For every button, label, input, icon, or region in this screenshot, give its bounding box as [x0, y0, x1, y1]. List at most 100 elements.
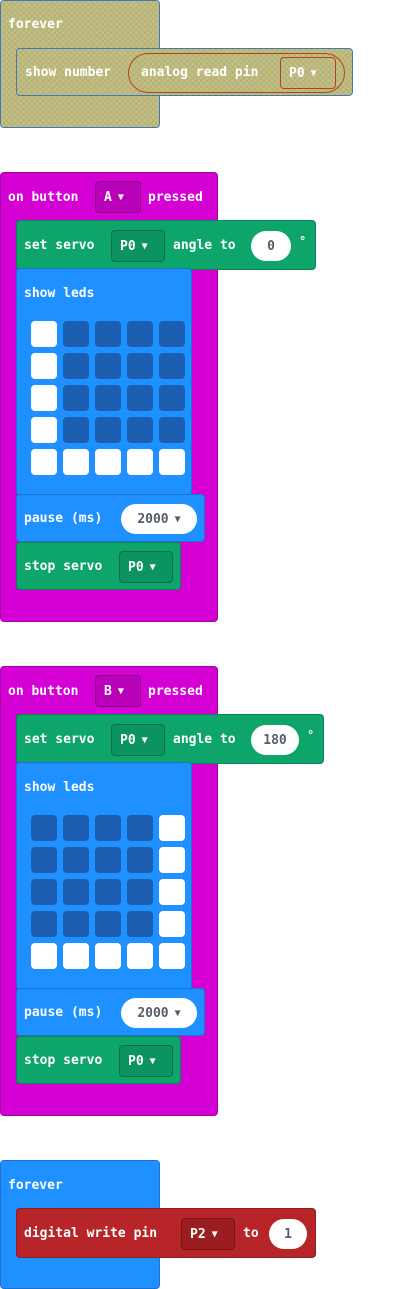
chevron-down-icon: ▼: [211, 1228, 218, 1240]
set-servo-block[interactable]: set servo P0 ▼ angle to 0 °: [16, 220, 316, 270]
show-leds-block[interactable]: show leds: [16, 762, 192, 990]
led-off[interactable]: [31, 911, 57, 937]
show-leds-block[interactable]: show leds: [16, 268, 192, 496]
stop-servo-block[interactable]: stop servo P0 ▼: [16, 542, 181, 590]
led-off[interactable]: [31, 879, 57, 905]
led-on[interactable]: [63, 943, 89, 969]
digital-pin-dropdown[interactable]: P2 ▼: [181, 1218, 235, 1250]
led-on[interactable]: [63, 449, 89, 475]
led-off[interactable]: [95, 815, 121, 841]
led-off[interactable]: [63, 911, 89, 937]
led-on[interactable]: [159, 879, 185, 905]
digital-value-input[interactable]: 1: [269, 1219, 307, 1249]
chevron-down-icon: ▼: [149, 561, 156, 573]
pressed-label: pressed: [148, 684, 203, 699]
button-dropdown-value: B: [104, 683, 112, 699]
chevron-down-icon: ▼: [117, 685, 124, 697]
chevron-down-icon: ▼: [141, 734, 148, 746]
set-servo-label: set servo: [24, 238, 95, 253]
digital-write-block[interactable]: digital write pin P2 ▼ to 1: [16, 1208, 316, 1258]
led-off[interactable]: [95, 879, 121, 905]
servo-pin-dropdown[interactable]: P0 ▼: [111, 724, 165, 756]
led-on[interactable]: [31, 321, 57, 347]
angle-value: 180: [263, 732, 287, 748]
led-off[interactable]: [127, 847, 153, 873]
led-off[interactable]: [31, 847, 57, 873]
led-on[interactable]: [127, 943, 153, 969]
led-off[interactable]: [63, 321, 89, 347]
analog-read-block[interactable]: analog read pin P0 ▼: [128, 53, 345, 93]
servo-pin-dropdown[interactable]: P0 ▼: [111, 230, 165, 262]
led-on[interactable]: [95, 943, 121, 969]
button-dropdown[interactable]: A ▼: [95, 181, 141, 213]
led-off[interactable]: [127, 353, 153, 379]
servo-pin-value: P0: [120, 732, 136, 748]
servo-pin-value: P0: [120, 238, 136, 254]
led-off[interactable]: [127, 417, 153, 443]
led-on[interactable]: [159, 449, 185, 475]
set-servo-block[interactable]: set servo P0 ▼ angle to 180 °: [16, 714, 324, 764]
led-off[interactable]: [95, 353, 121, 379]
stop-servo-label: stop servo: [24, 1053, 103, 1068]
led-off[interactable]: [127, 879, 153, 905]
led-off[interactable]: [127, 911, 153, 937]
led-off[interactable]: [159, 385, 185, 411]
led-on[interactable]: [127, 449, 153, 475]
on-button-prefix: on button: [8, 190, 79, 205]
digital-value: 1: [284, 1226, 292, 1242]
pause-duration-dropdown[interactable]: 2000 ▼: [121, 504, 197, 534]
pause-block[interactable]: pause (ms) 2000 ▼: [16, 494, 205, 542]
led-off[interactable]: [63, 417, 89, 443]
led-off[interactable]: [159, 353, 185, 379]
stop-servo-pin-dropdown[interactable]: P0 ▼: [119, 551, 173, 583]
led-off[interactable]: [127, 815, 153, 841]
stop-servo-pin-value: P0: [128, 559, 144, 575]
led-on[interactable]: [159, 911, 185, 937]
led-off[interactable]: [95, 417, 121, 443]
led-on[interactable]: [159, 815, 185, 841]
pin-dropdown[interactable]: P0 ▼: [280, 57, 336, 89]
led-off[interactable]: [159, 417, 185, 443]
led-off[interactable]: [95, 847, 121, 873]
led-grid: [31, 321, 185, 475]
led-on[interactable]: [159, 847, 185, 873]
pause-block[interactable]: pause (ms) 2000 ▼: [16, 988, 205, 1036]
led-off[interactable]: [159, 321, 185, 347]
pause-duration-value: 2000: [137, 1005, 169, 1021]
led-on[interactable]: [31, 353, 57, 379]
led-on[interactable]: [95, 449, 121, 475]
stop-servo-block[interactable]: stop servo P0 ▼: [16, 1036, 181, 1084]
show-number-label: show number: [25, 65, 112, 80]
led-off[interactable]: [95, 385, 121, 411]
led-off[interactable]: [95, 911, 121, 937]
degree-symbol: °: [299, 234, 307, 248]
chevron-down-icon: ▼: [141, 240, 148, 252]
button-dropdown-value: A: [104, 189, 112, 205]
led-off[interactable]: [63, 353, 89, 379]
led-on[interactable]: [159, 943, 185, 969]
led-off[interactable]: [63, 879, 89, 905]
pause-duration-dropdown[interactable]: 2000 ▼: [121, 998, 197, 1028]
led-grid: [31, 815, 185, 969]
led-off[interactable]: [127, 385, 153, 411]
degree-symbol: °: [307, 728, 315, 742]
led-on[interactable]: [31, 449, 57, 475]
led-off[interactable]: [63, 847, 89, 873]
show-number-block[interactable]: show number analog read pin P0 ▼: [16, 48, 353, 96]
angle-input[interactable]: 180: [251, 725, 299, 755]
chevron-down-icon: ▼: [174, 513, 181, 525]
stop-servo-label: stop servo: [24, 559, 103, 574]
led-off[interactable]: [127, 321, 153, 347]
led-off[interactable]: [63, 385, 89, 411]
led-on[interactable]: [31, 943, 57, 969]
led-off[interactable]: [63, 815, 89, 841]
to-label: to: [243, 1226, 259, 1241]
led-on[interactable]: [31, 417, 57, 443]
angle-value: 0: [267, 238, 275, 254]
angle-input[interactable]: 0: [251, 231, 291, 261]
stop-servo-pin-dropdown[interactable]: P0 ▼: [119, 1045, 173, 1077]
led-off[interactable]: [95, 321, 121, 347]
button-dropdown[interactable]: B ▼: [95, 675, 141, 707]
led-off[interactable]: [31, 815, 57, 841]
led-on[interactable]: [31, 385, 57, 411]
